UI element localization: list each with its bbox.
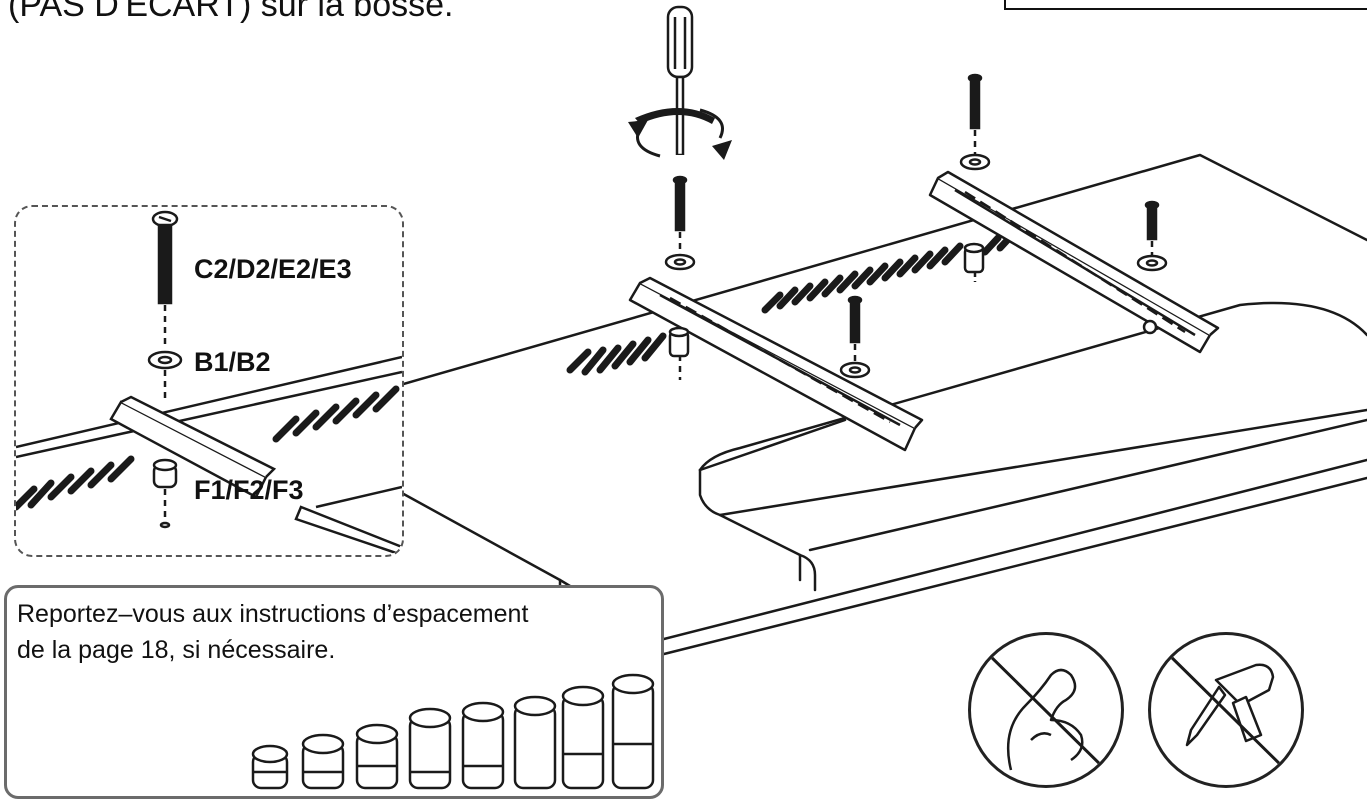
spacers-on-panel [668,242,1158,358]
spacer-label: F1/F2/F3 [194,475,304,505]
rotate-arrows-icon [628,108,732,160]
vent-slots [566,230,1017,376]
no-power-drill-icon [1148,632,1304,788]
spacing-note-line1: Reportez–vous aux instructions d’espacem… [17,600,529,628]
spacer-7 [561,685,605,790]
detail-inset: C2/D2/E2/E3 B1/B2 F1/F2/F3 [14,205,404,557]
right-bracket [928,170,1220,354]
washer-label: B1/B2 [194,347,271,377]
top-right-box [1004,0,1367,10]
no-excessive-force-icon [968,632,1124,788]
spacing-note-line2: de la page 18, si nécessaire. [17,636,336,664]
spacing-note: Reportez–vous aux instructions d’espacem… [17,596,657,668]
spacer-5 [461,701,505,790]
spacing-note-box: Reportez–vous aux instructions d’espacem… [4,585,664,799]
spacer-2 [301,733,345,790]
screws [664,73,1168,380]
spacer-8 [611,673,655,790]
left-bracket [628,276,924,452]
spacer-1 [251,744,289,790]
screwdriver-icon [666,5,694,155]
spacer-3 [355,723,399,790]
spacer-set-illustration [251,673,655,790]
spacer-6 [513,695,557,790]
instruction-text: (PAS D'ÉCART) sur la bosse. [8,0,454,24]
screw-label: C2/D2/E2/E3 [194,254,352,284]
inset-illustration [16,210,402,555]
spacer-4 [408,707,452,790]
